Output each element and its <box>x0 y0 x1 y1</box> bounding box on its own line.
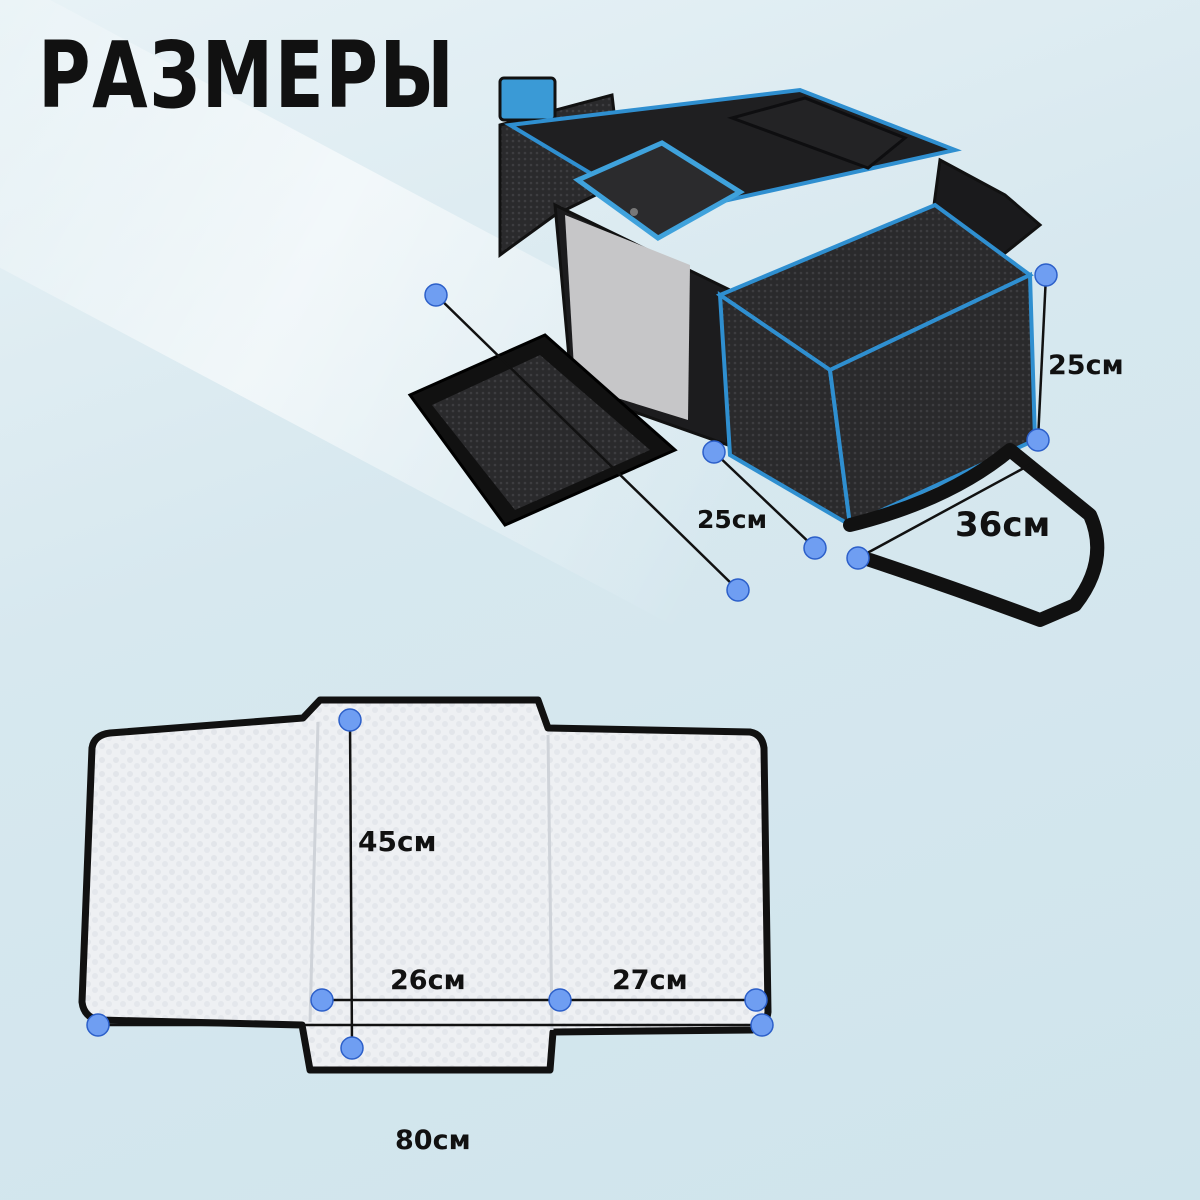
mat-side-width-label: 27см <box>612 965 688 996</box>
flap-snap <box>630 208 638 216</box>
carrier-depth-label: 25см <box>697 505 768 534</box>
carrier-depth-line <box>713 451 816 549</box>
marker-mat-left <box>310 988 334 1012</box>
marker-mat-right <box>744 988 768 1012</box>
carry-handle <box>843 443 1105 627</box>
carrier-height-line <box>1036 274 1048 441</box>
fleece-mat <box>78 696 772 1074</box>
mat-height-label: 45см <box>358 825 437 858</box>
page-title: РАЗМЕРЫ <box>38 22 456 129</box>
marker-carrier-depth-start <box>702 440 726 464</box>
marker-mat-top <box>338 708 362 732</box>
carrier-width-line <box>857 460 1036 560</box>
marker-total-left <box>86 1013 110 1037</box>
top-pocket <box>727 96 908 170</box>
mat-height-line <box>348 719 354 1049</box>
carrier-lining <box>565 215 690 420</box>
door-mesh <box>432 355 650 510</box>
carrier-height-label: 25см <box>1048 350 1124 381</box>
marker-mat-bottom <box>340 1036 364 1060</box>
pet-carrier <box>407 76 1105 627</box>
mat-inner-width-label: 26см <box>390 965 466 996</box>
mat-outline <box>78 696 772 1074</box>
carrier-width-label: 36см <box>955 505 1051 545</box>
marker-carrier-bottom-right <box>1026 428 1050 452</box>
top-mesh-flap <box>573 140 745 241</box>
mat-fold-left <box>308 721 320 1023</box>
marker-mat-middle <box>548 988 572 1012</box>
carrier-diagonal-line <box>435 294 739 591</box>
marker-carrier-width-start <box>846 546 870 570</box>
marker-carrier-diag-end <box>726 578 750 602</box>
mat-total-width-label: 80см <box>395 1125 471 1156</box>
marker-carrier-diag-start <box>424 283 448 307</box>
strap-tab <box>498 76 557 122</box>
mat-fold-right <box>546 734 554 1031</box>
marker-carrier-depth-end <box>803 536 827 560</box>
marker-carrier-top-right <box>1034 263 1058 287</box>
marker-total-right <box>750 1013 774 1037</box>
